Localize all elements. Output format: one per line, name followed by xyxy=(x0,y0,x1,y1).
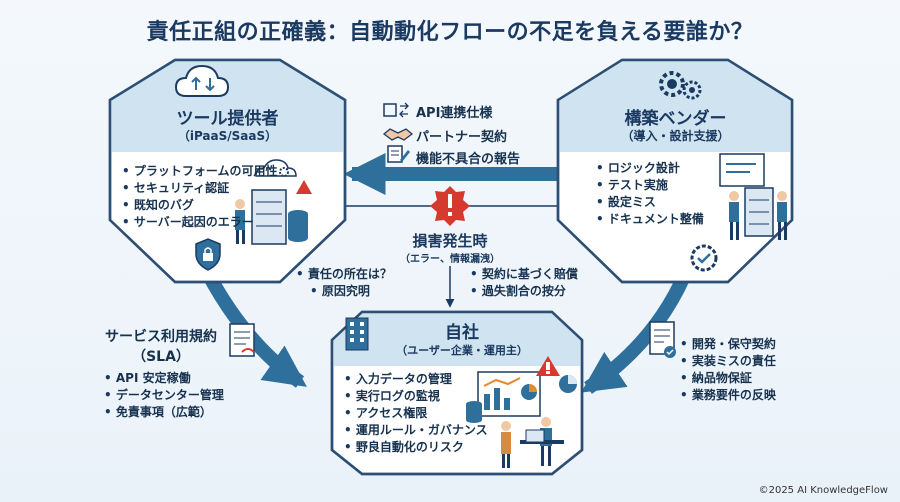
list-item: 設定ミス xyxy=(596,194,704,211)
list-item: 入力データの管理 xyxy=(344,371,488,388)
list-item: 野良自動化のリスク xyxy=(344,439,488,456)
list-item: テスト実施 xyxy=(596,177,704,194)
sla-subheading: （SLA） xyxy=(132,349,190,365)
incident-right-list: 契約に基づく賠償 過失割合の按分 xyxy=(470,266,578,300)
list-item: 開発・保守契約 xyxy=(680,336,776,353)
check-gear-icon xyxy=(690,244,718,272)
partner-contract-label: パートナー契約 xyxy=(416,130,508,145)
list-item: アクセス権限 xyxy=(344,405,488,422)
vendor-subheading: （導入・設計支援） xyxy=(621,129,730,143)
incident-left-list: 責任の所在は？ 原因究明 xyxy=(296,266,392,300)
list-item: 責任の所在は？ xyxy=(296,266,392,283)
list-item: API 安定稼働 xyxy=(104,370,224,387)
copyright-footer: ©2025 AI KnowledgeFlow xyxy=(758,485,888,496)
company-header xyxy=(332,312,582,366)
list-item: ドキュメント整備 xyxy=(596,211,704,228)
tool-provider-header xyxy=(110,60,345,152)
list-item: サーバー起因のエラー xyxy=(122,214,278,231)
tool-provider-subheading: （iPaaS/SaaS） xyxy=(177,129,278,143)
tool-provider-heading: ツール提供者 xyxy=(176,109,279,129)
shield-lock-icon xyxy=(195,238,221,271)
building-icon xyxy=(345,317,369,351)
contract-document-icon xyxy=(649,321,676,358)
company-list: 入力データの管理 実行ログの監視 アクセス権限 運用ルール・ガバナンス 野良自動… xyxy=(344,371,488,456)
list-item: 免責事項（広範） xyxy=(104,404,224,421)
vendor-header xyxy=(558,60,792,152)
api-icon xyxy=(383,102,409,118)
list-item: 契約に基づく賠償 xyxy=(470,266,578,283)
vendor-heading: 構築ベンダー xyxy=(624,109,727,129)
page-title: 責任正組の正確義：自動動化フローの不足を負える要誰か？ xyxy=(146,20,754,45)
list-item: 運用ルール・ガバナンス xyxy=(344,422,488,439)
list-item: データセンター管理 xyxy=(104,387,224,404)
sla-document-icon xyxy=(229,323,255,357)
gears-icon xyxy=(659,71,702,100)
vendor-engineers-illustration xyxy=(719,153,787,240)
api-spec-label: API連携仕様 xyxy=(416,106,493,121)
company-subheading: （ユーザー企業・運用主） xyxy=(396,344,528,357)
incident-subheading: （エラー、情報漏洩） xyxy=(400,254,500,265)
contract-list: 開発・保守契約 実装ミスの責任 納品物保証 業務要件の反映 xyxy=(680,336,776,404)
list-item: 実装ミスの責任 xyxy=(680,353,776,370)
bug-report-label: 機能不具合の報告 xyxy=(416,152,521,167)
sla-list: API 安定稼働 データセンター管理 免責事項（広範） xyxy=(104,370,224,421)
list-item: 業務要件の反映 xyxy=(680,387,776,404)
list-item: 納品物保証 xyxy=(680,370,776,387)
cloud-sync-icon xyxy=(174,64,230,97)
list-item: ロジック設計 xyxy=(596,160,704,177)
vendor-list: ロジック設計 テスト実施 設定ミス ドキュメント整備 xyxy=(596,160,704,228)
company-heading: 自社 xyxy=(445,323,479,343)
tool-provider-list: プラットフォームの可用性 セキュリティ認証 既知のバグ サーバー起因のエラー xyxy=(122,163,278,231)
alert-icon xyxy=(430,186,470,226)
list-item: 原因究明 xyxy=(296,283,392,300)
list-item: セキュリティ認証 xyxy=(122,180,278,197)
list-item: 実行ログの監視 xyxy=(344,388,488,405)
list-item: プラットフォームの可用性 xyxy=(122,163,278,180)
handshake-icon xyxy=(382,128,414,141)
list-item: 既知のバグ xyxy=(122,197,278,214)
incident-heading: 損害発生時 xyxy=(412,232,488,250)
list-item: 過失割合の按分 xyxy=(470,283,578,300)
report-icon xyxy=(387,145,410,163)
sla-heading: サービス利用規約 xyxy=(105,329,217,345)
